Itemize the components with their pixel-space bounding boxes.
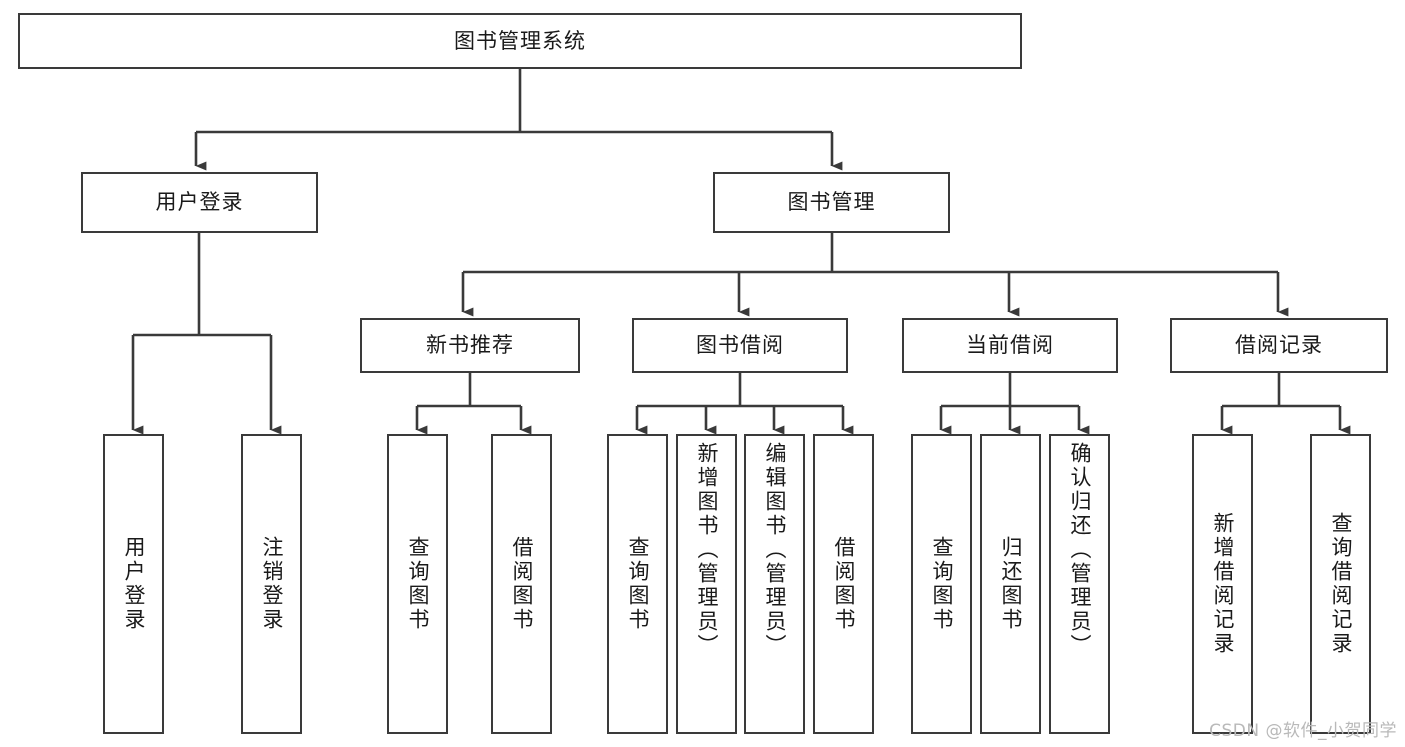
node-label: 新增图书（管理员） xyxy=(695,442,719,658)
node-leaf-query-borrow-record[interactable]: 查询借阅记录 xyxy=(1310,434,1371,734)
node-label: 归还图书 xyxy=(999,536,1023,632)
node-label: 当前借阅 xyxy=(966,333,1054,358)
node-borrow-record[interactable]: 借阅记录 xyxy=(1170,318,1388,373)
node-leaf-query-book-borrow[interactable]: 查询图书 xyxy=(607,434,668,734)
node-leaf-query-book-recommend[interactable]: 查询图书 xyxy=(387,434,448,734)
node-user-login[interactable]: 用户登录 xyxy=(81,172,318,233)
node-label: 图书借阅 xyxy=(696,333,784,358)
node-label: 查询图书 xyxy=(626,536,650,632)
node-new-book-recommend[interactable]: 新书推荐 xyxy=(360,318,580,373)
node-root-book-management-system[interactable]: 图书管理系统 xyxy=(18,13,1022,69)
node-label: 编辑图书（管理员） xyxy=(763,442,787,658)
node-leaf-borrow-book-borrow[interactable]: 借阅图书 xyxy=(813,434,874,734)
node-label: 查询图书 xyxy=(406,536,430,632)
node-leaf-edit-book-admin[interactable]: 编辑图书（管理员） xyxy=(744,434,805,734)
node-label: 注销登录 xyxy=(260,536,284,632)
node-label: 新增借阅记录 xyxy=(1211,512,1235,656)
node-book-borrow[interactable]: 图书借阅 xyxy=(632,318,848,373)
node-book-management[interactable]: 图书管理 xyxy=(713,172,950,233)
node-label: 用户登录 xyxy=(122,536,146,632)
node-leaf-query-book-current[interactable]: 查询图书 xyxy=(911,434,972,734)
node-leaf-user-login[interactable]: 用户登录 xyxy=(103,434,164,734)
node-label: 图书管理 xyxy=(787,190,876,215)
node-label: 查询图书 xyxy=(930,536,954,632)
node-label: 图书管理系统 xyxy=(454,28,586,53)
node-label: 用户登录 xyxy=(155,190,244,215)
node-label: 借阅图书 xyxy=(832,536,856,632)
node-label: 确认归还（管理员） xyxy=(1068,442,1092,658)
csdn-watermark: CSDN @软件_小贺同学 xyxy=(1209,721,1397,741)
node-label: 借阅记录 xyxy=(1235,333,1323,358)
node-current-borrow[interactable]: 当前借阅 xyxy=(902,318,1118,373)
node-label: 借阅图书 xyxy=(510,536,534,632)
node-leaf-add-borrow-record[interactable]: 新增借阅记录 xyxy=(1192,434,1253,734)
node-leaf-user-logout[interactable]: 注销登录 xyxy=(241,434,302,734)
node-leaf-borrow-book-recommend[interactable]: 借阅图书 xyxy=(491,434,552,734)
node-leaf-add-book-admin[interactable]: 新增图书（管理员） xyxy=(676,434,737,734)
node-leaf-confirm-return-admin[interactable]: 确认归还（管理员） xyxy=(1049,434,1110,734)
node-label: 新书推荐 xyxy=(426,333,514,358)
node-label: 查询借阅记录 xyxy=(1329,512,1353,656)
node-leaf-return-book[interactable]: 归还图书 xyxy=(980,434,1041,734)
